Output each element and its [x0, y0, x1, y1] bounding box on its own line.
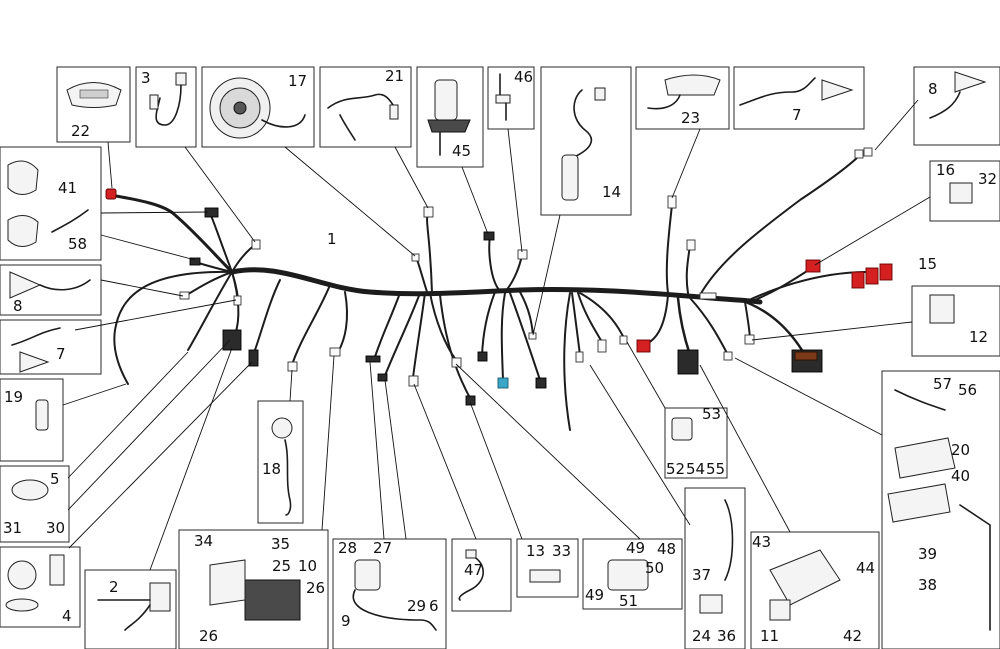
callout-8-right: 8	[928, 80, 938, 98]
callout-50: 50	[645, 559, 664, 577]
callout-56: 56	[958, 381, 977, 399]
callout-17: 17	[288, 72, 307, 90]
callout-36: 36	[717, 627, 736, 645]
callout-30: 30	[46, 519, 65, 537]
callout-52: 52	[666, 460, 685, 478]
callout-2: 2	[109, 578, 119, 596]
callout-43: 43	[752, 533, 771, 551]
callout-57: 57	[933, 375, 952, 393]
callout-10: 10	[298, 557, 317, 575]
callout-12: 12	[969, 328, 988, 346]
callout-41: 41	[58, 179, 77, 197]
callout-27: 27	[373, 539, 392, 557]
callout-8-left: 8	[13, 297, 23, 315]
callout-21: 21	[385, 67, 404, 85]
callout-9: 9	[341, 612, 351, 630]
callout-4: 4	[62, 607, 72, 625]
callout-58: 58	[68, 235, 87, 253]
part-illustrations	[5, 71, 991, 631]
callout-23: 23	[681, 109, 700, 127]
callout-42: 42	[843, 627, 862, 645]
callout-44: 44	[856, 559, 875, 577]
main-wiring-harness	[108, 154, 866, 431]
callout-7-right: 7	[792, 106, 802, 124]
callout-29: 29	[407, 597, 426, 615]
callout-49-a: 49	[626, 539, 645, 557]
callout-20: 20	[951, 441, 970, 459]
callout-1: 1	[327, 230, 337, 248]
callout-40: 40	[951, 467, 970, 485]
callout-45: 45	[452, 142, 471, 160]
leader-lines	[62, 99, 931, 571]
callout-19: 19	[4, 388, 23, 406]
callout-14: 14	[602, 183, 621, 201]
callout-47: 47	[464, 561, 483, 579]
callout-24: 24	[692, 627, 711, 645]
callout-48: 48	[657, 540, 676, 558]
callout-53: 53	[702, 405, 721, 423]
callout-34: 34	[194, 532, 213, 550]
callout-22: 22	[71, 122, 90, 140]
callout-28: 28	[338, 539, 357, 557]
callout-15: 15	[918, 255, 937, 273]
callout-39: 39	[918, 545, 937, 563]
callout-55: 55	[706, 460, 725, 478]
callout-11: 11	[760, 627, 779, 645]
callout-16: 16	[936, 161, 955, 179]
harness-connectors	[105, 147, 893, 406]
callout-25: 25	[272, 557, 291, 575]
callout-26-a: 26	[306, 579, 325, 597]
callout-3: 3	[141, 69, 151, 87]
callout-35: 35	[271, 535, 290, 553]
callout-32: 32	[978, 170, 997, 188]
callout-6: 6	[429, 597, 439, 615]
callout-49-b: 49	[585, 586, 604, 604]
callout-54: 54	[686, 460, 705, 478]
callout-51: 51	[619, 592, 638, 610]
callout-46: 46	[514, 68, 533, 86]
callout-37: 37	[692, 566, 711, 584]
callout-numbers: 1 2 3 4 5 6 7 7 8 8 9 10 11 12 13 14 15 …	[3, 67, 997, 645]
callout-13: 13	[526, 542, 545, 560]
callout-7-left: 7	[56, 345, 66, 363]
callout-31: 31	[3, 519, 22, 537]
callout-33: 33	[552, 542, 571, 560]
callout-18: 18	[262, 460, 281, 478]
callout-5: 5	[50, 470, 60, 488]
callout-38: 38	[918, 576, 937, 594]
callout-26-b: 26	[199, 627, 218, 645]
part-frames	[0, 66, 1000, 649]
